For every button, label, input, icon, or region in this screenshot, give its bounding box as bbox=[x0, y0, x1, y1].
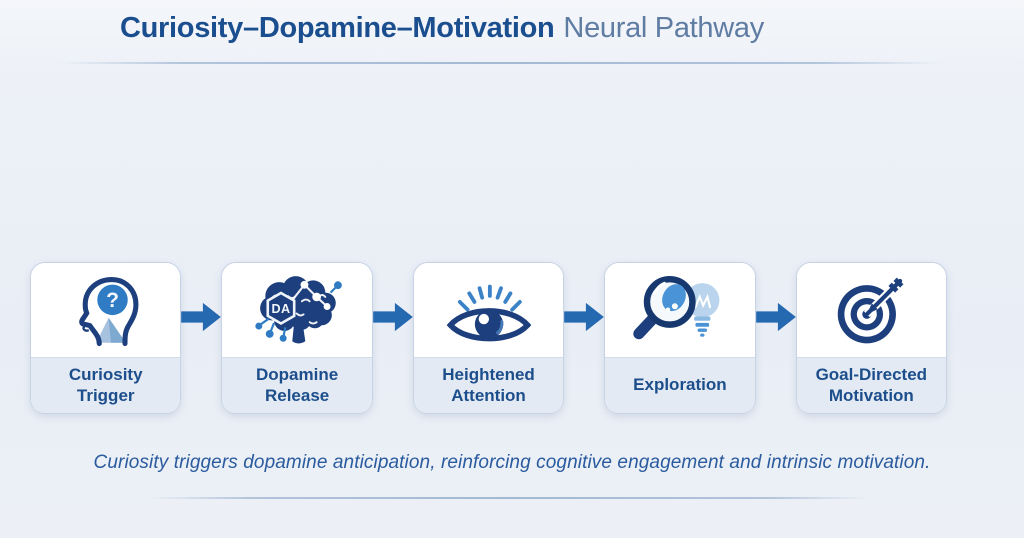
target-dart-icon bbox=[838, 277, 904, 343]
step-label-text: Goal-Directed Motivation bbox=[815, 364, 928, 405]
step-label-text: Curiosity Trigger bbox=[68, 364, 143, 405]
step-label-text: Dopamine Release bbox=[256, 364, 339, 405]
pathway-flow: ? Curiosity Trigger bbox=[30, 262, 948, 414]
flow-arrow-icon bbox=[372, 302, 413, 332]
flow-arrow-icon bbox=[181, 302, 222, 332]
step-card-goal-directed-motivation: Goal-Directed Motivation bbox=[795, 262, 948, 414]
step-label: Dopamine Release bbox=[222, 357, 372, 413]
step-label: Goal-Directed Motivation bbox=[796, 357, 947, 413]
step-icon-area bbox=[605, 263, 755, 357]
flow-arrow-icon bbox=[564, 302, 605, 332]
step-icon-area bbox=[796, 263, 947, 357]
brain-da-icon: DA bbox=[254, 276, 342, 344]
title-divider bbox=[60, 62, 940, 64]
step-card-curiosity-trigger: ? Curiosity Trigger bbox=[30, 262, 182, 414]
step-card-heightened-attention: Heightened Attention bbox=[412, 262, 565, 414]
caption: Curiosity triggers dopamine anticipation… bbox=[93, 452, 931, 473]
title-suffix: Neural Pathway bbox=[563, 12, 764, 44]
step-card-dopamine-release: DA Dopamine Release bbox=[221, 262, 373, 414]
eye-attention-icon bbox=[446, 284, 531, 341]
step-label-text: Heightened Attention bbox=[442, 364, 535, 405]
step-label: Heightened Attention bbox=[413, 357, 564, 413]
step-icon-area: ? bbox=[31, 263, 181, 357]
question-mark-glyph: ? bbox=[106, 289, 119, 312]
step-label: Exploration bbox=[605, 357, 755, 413]
title-main: Curiosity–Dopamine–Motivation bbox=[120, 12, 555, 44]
step-icon-area: DA bbox=[222, 263, 372, 357]
head-question-icon: ? bbox=[79, 277, 139, 347]
magnifier-bulb-icon bbox=[633, 275, 720, 339]
flow-arrow-icon bbox=[755, 302, 796, 332]
step-icon-area bbox=[413, 263, 564, 357]
step-label: Curiosity Trigger bbox=[31, 357, 181, 413]
da-label-glyph: DA bbox=[271, 302, 290, 316]
step-card-exploration: Exploration bbox=[604, 262, 756, 414]
footer-divider bbox=[150, 497, 868, 499]
step-label-text: Exploration bbox=[633, 375, 727, 395]
